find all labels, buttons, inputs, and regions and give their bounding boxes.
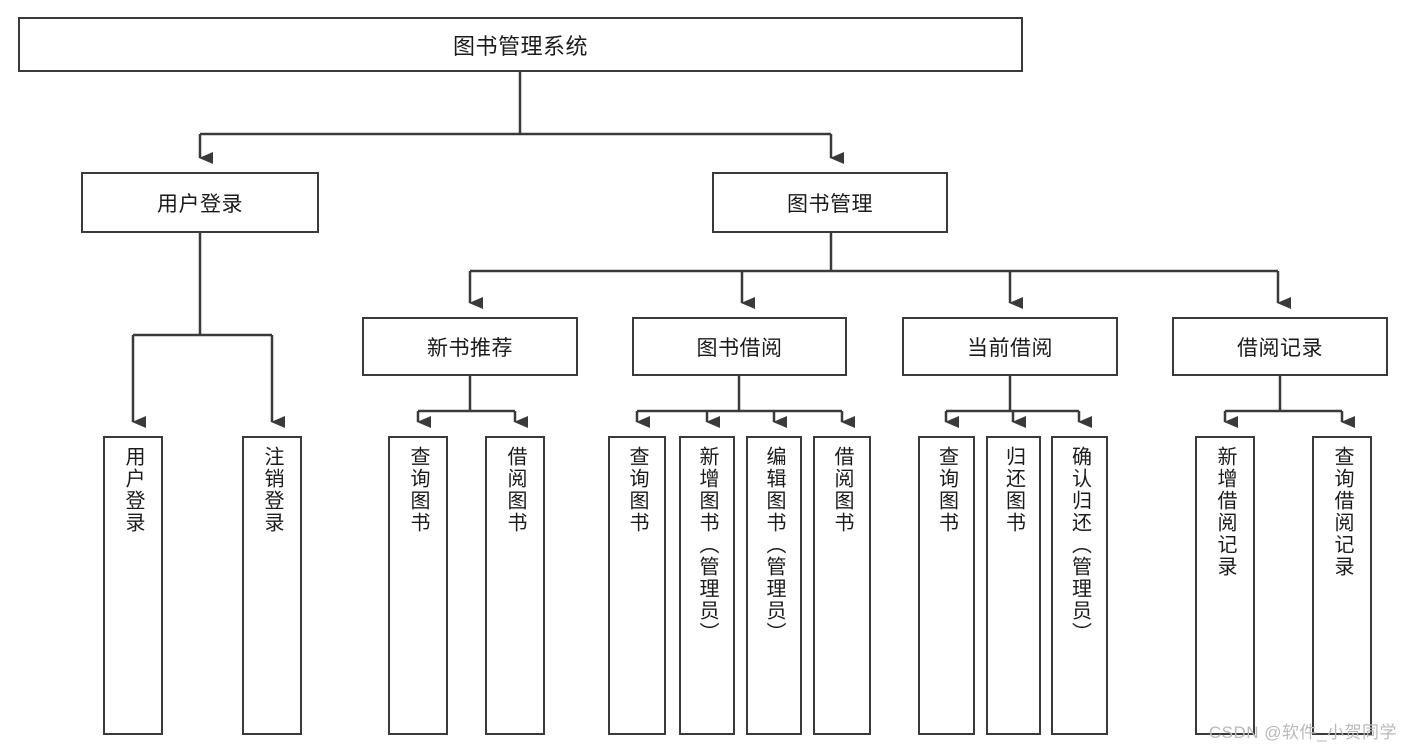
node-leaf-query-book-rec[interactable]: 查询图书 [388,436,448,735]
node-leaf-query-book-borrow[interactable]: 查询图书 [608,436,666,735]
node-leaf-return-book[interactable]: 归还图书 [986,436,1041,735]
node-label: 注销登录 [261,446,283,534]
node-leaf-borrow-book-rec[interactable]: 借阅图书 [485,436,545,735]
node-label: 图书管理系统 [452,33,588,59]
node-label: 归还图书 [1002,446,1025,534]
node-label: 图书借阅 [696,336,783,360]
node-label: 借阅记录 [1237,336,1323,360]
node-label: 用户登录 [122,446,144,534]
node-leaf-user-login[interactable]: 用户登录 [103,436,163,735]
node-user-login[interactable]: 用户登录 [81,172,319,233]
node-label: 新书推荐 [427,336,513,360]
node-book-borrow[interactable]: 图书借阅 [632,317,847,376]
node-leaf-query-record[interactable]: 查询借阅记录 [1312,436,1372,735]
node-label: 查询图书 [407,446,429,534]
node-book-manage[interactable]: 图书管理 [712,172,948,233]
node-label: 查询图书 [626,446,648,534]
node-label: 当前借阅 [967,336,1053,360]
node-leaf-add-record[interactable]: 新增借阅记录 [1195,436,1255,735]
node-label: 新增图书（管理员） [696,446,718,644]
node-leaf-borrow-book[interactable]: 借阅图书 [813,436,871,735]
node-leaf-confirm-return[interactable]: 确认归还（管理员） [1051,436,1108,735]
node-label: 借阅图书 [504,446,526,534]
node-label: 查询借阅记录 [1331,446,1353,578]
watermark: CSDN @软件_小贺同学 [1208,723,1397,742]
node-label: 借阅图书 [831,446,853,534]
node-leaf-edit-book[interactable]: 编辑图书（管理员） [746,436,802,735]
node-borrow-record[interactable]: 借阅记录 [1172,317,1388,376]
node-label: 新增借阅记录 [1214,446,1236,578]
node-leaf-add-book[interactable]: 新增图书（管理员） [679,436,735,735]
node-label: 确认归还（管理员） [1068,446,1091,644]
node-new-book-recommend[interactable]: 新书推荐 [362,317,578,376]
node-label: 图书管理 [787,192,873,216]
node-root[interactable]: 图书管理系统 [18,17,1023,72]
node-label: 用户登录 [157,192,243,216]
node-current-borrow[interactable]: 当前借阅 [902,317,1118,376]
node-label: 编辑图书（管理员） [763,446,785,644]
node-label: 查询图书 [935,446,958,534]
node-leaf-logout[interactable]: 注销登录 [242,436,302,735]
node-leaf-query-book-cur[interactable]: 查询图书 [918,436,975,735]
